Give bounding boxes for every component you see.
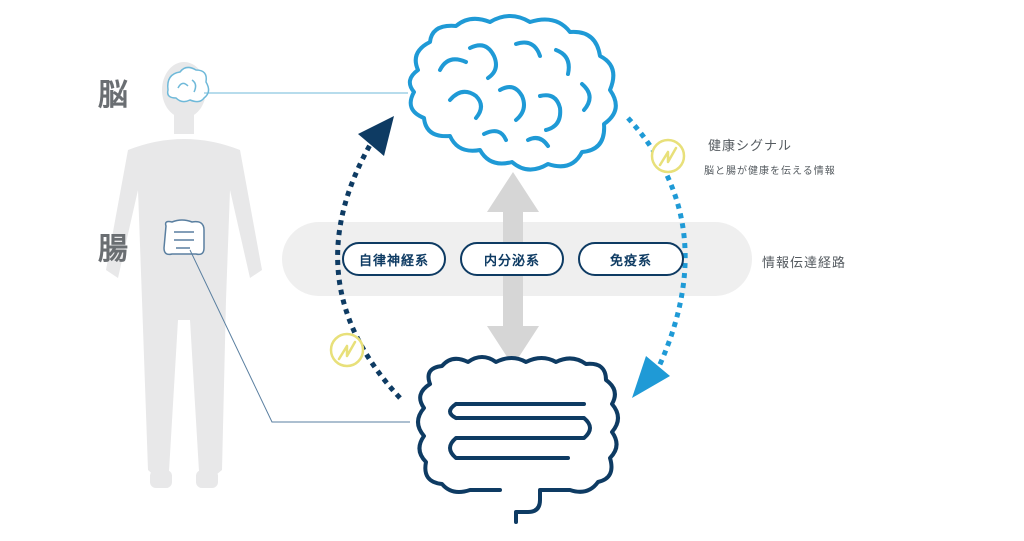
human-silhouette (106, 62, 262, 488)
pathway-endocrine: 内分泌系 (460, 242, 564, 276)
signal-arrowhead-down (632, 356, 670, 398)
signal-description: 脳と腸が健康を伝える情報 (704, 166, 836, 177)
gut-label: 腸 (98, 232, 129, 267)
brain-label: 脳 (98, 78, 129, 113)
pathway-title: 情報伝達経路 (762, 256, 847, 271)
signal-arrowhead-up (358, 116, 394, 156)
large-gut-icon (416, 355, 620, 524)
small-brain-icon (166, 66, 210, 103)
signal-arrow-down (626, 116, 688, 387)
small-gut-icon (163, 219, 205, 256)
gut-connector-line (189, 249, 410, 423)
signal-icon (650, 138, 686, 174)
pathway-immune: 免疫系 (578, 242, 684, 276)
large-brain-icon (407, 14, 618, 172)
pathway-autonomic: 自律神経系 (342, 242, 446, 276)
signal-title: 健康シグナル (708, 139, 793, 154)
signal-arrow-up (335, 136, 402, 400)
signal-icon (329, 332, 365, 368)
